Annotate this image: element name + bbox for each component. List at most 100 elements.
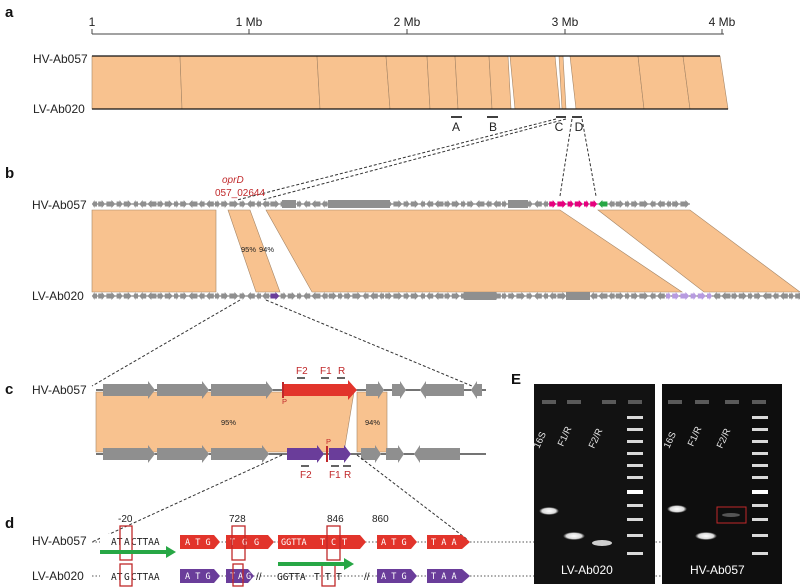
gene-arrow bbox=[270, 200, 280, 208]
ladder-band bbox=[627, 504, 643, 507]
gene-arrow bbox=[215, 292, 220, 300]
seq-bottom-seq3a: GGTTA bbox=[277, 572, 306, 583]
gel-name-lv: LV-Ab020 bbox=[561, 563, 613, 577]
gene-arrow bbox=[426, 292, 434, 300]
gene-arrow bbox=[239, 292, 246, 300]
gene-arrow bbox=[369, 292, 378, 300]
seq-bottom-atg2: A T G bbox=[381, 572, 407, 582]
strain-label-hv-d: HV-Ab057 bbox=[32, 534, 87, 548]
gap-break-1: // bbox=[256, 572, 262, 583]
ladder-band bbox=[752, 490, 768, 494]
gene-arrow bbox=[164, 292, 173, 300]
gene-arrow bbox=[420, 200, 425, 208]
panel-a: a 1 1 Mb 2 Mb 3 Mb 4 Mb HV-Ab057 LV-Ab02… bbox=[5, 4, 736, 134]
gene-arrow bbox=[533, 200, 542, 208]
ladder-band bbox=[752, 464, 768, 467]
gene-arrow bbox=[379, 292, 384, 300]
gene-arrow bbox=[748, 292, 753, 300]
gene-arrow bbox=[666, 292, 671, 300]
gene-arrow bbox=[485, 200, 492, 208]
gene-arrow bbox=[649, 200, 656, 208]
oprd-gene-name: oprD bbox=[222, 175, 244, 186]
gene-arrow bbox=[543, 200, 548, 208]
gene-arrow bbox=[426, 200, 434, 208]
gene-arrow bbox=[584, 200, 589, 208]
identity-label-b-left: 95% bbox=[241, 245, 256, 254]
position-728: 728 bbox=[229, 514, 246, 525]
band-16s-hv bbox=[667, 505, 687, 513]
band-f2r-hv bbox=[722, 513, 740, 517]
band-16s-lv bbox=[539, 507, 559, 515]
ladder-band bbox=[627, 552, 643, 555]
gene-arrow bbox=[164, 200, 173, 208]
gene-arrow bbox=[526, 200, 533, 208]
seq-top-atg2: A T G bbox=[381, 538, 407, 548]
gene-arrow bbox=[731, 292, 738, 300]
gel-name-hv: HV-Ab057 bbox=[690, 563, 745, 577]
gene-arrow bbox=[311, 200, 321, 208]
primer-f1-top: F1 bbox=[320, 366, 332, 377]
strain-label-hv-c: HV-Ab057 bbox=[32, 383, 87, 397]
gene-arrow bbox=[467, 200, 475, 208]
seq-top-m3a: T bbox=[320, 538, 325, 548]
gene-arrow bbox=[221, 200, 229, 208]
panel-a-label: a bbox=[5, 4, 14, 21]
gene-arrow bbox=[139, 200, 147, 208]
panel-e-label: E bbox=[511, 371, 521, 388]
gene-arrow bbox=[297, 200, 302, 208]
ladder-band bbox=[752, 452, 768, 455]
gene-arrow bbox=[680, 292, 690, 300]
gene-arrow bbox=[656, 292, 665, 300]
gene-arrow bbox=[772, 292, 779, 300]
position-860: 860 bbox=[372, 514, 389, 525]
seq-bottom-m2c: G bbox=[246, 572, 251, 582]
gene-arrow bbox=[625, 200, 630, 208]
gene-arrow bbox=[762, 292, 772, 300]
gene-arrow bbox=[615, 200, 624, 208]
gene-arrow bbox=[205, 292, 214, 300]
gene-arrow bbox=[754, 292, 762, 300]
gene-arrow bbox=[680, 200, 690, 208]
gene-arrow bbox=[157, 292, 164, 300]
gene-arrow bbox=[198, 200, 205, 208]
scale-label-start: 1 bbox=[89, 15, 96, 29]
gene-arrow bbox=[526, 292, 533, 300]
gel-lv: 16S F1/R F2/R LV-Ab020 bbox=[532, 384, 655, 584]
gene-arrow bbox=[246, 292, 255, 300]
gene-arrow bbox=[789, 292, 794, 300]
gene-block bbox=[328, 200, 390, 208]
seq-row-lv: AT G CTTAA A T G T A G // GGTTA T T T //… bbox=[100, 558, 470, 587]
ladder-band bbox=[752, 428, 768, 431]
strain-label-lv-b: LV-Ab020 bbox=[32, 289, 84, 303]
seq-row-hv: AT A CTTAA A T G T G G GGTTA T C T A T G… bbox=[100, 525, 470, 561]
gene-arrow bbox=[795, 292, 800, 300]
strain-label-hv-a: HV-Ab057 bbox=[33, 52, 88, 66]
gene-arrow bbox=[590, 200, 598, 208]
panel-b: b HV-Ab057 LV-Ab020 95% 94% oprD 057_026… bbox=[5, 165, 800, 303]
seq-top-s1a: AT bbox=[111, 537, 123, 548]
gene-track-lv-b bbox=[92, 292, 800, 300]
gene-arrow bbox=[590, 292, 598, 300]
ladder-lv bbox=[627, 416, 643, 555]
gene-arrow bbox=[516, 292, 526, 300]
gene-arrow bbox=[738, 292, 747, 300]
highlight-box-f2r-hv bbox=[716, 506, 747, 524]
gene-arrow bbox=[139, 292, 147, 300]
ladder-band bbox=[627, 440, 643, 443]
ladder-band bbox=[627, 428, 643, 431]
gene-arrow bbox=[567, 200, 574, 208]
ladder-band bbox=[752, 534, 768, 537]
gene-arrow bbox=[362, 292, 369, 300]
seq-bottom-s1b: G bbox=[124, 572, 130, 583]
gene-arrow bbox=[338, 292, 343, 300]
seq-top-s1b: A bbox=[124, 537, 130, 548]
panel-c: c HV-Ab057 95% 94% P F2 F1 bbox=[5, 366, 486, 481]
oprd-gene-arrow-c bbox=[283, 380, 357, 400]
zoom-lines-bc bbox=[91, 299, 473, 387]
panel-c-label: c bbox=[5, 381, 13, 398]
gene-arrow bbox=[174, 292, 179, 300]
zoom-lines-cd bbox=[91, 454, 469, 543]
seq-top-s1c: CTTAA bbox=[131, 537, 160, 548]
gene-arrow bbox=[221, 292, 229, 300]
gene-arrow bbox=[198, 292, 205, 300]
